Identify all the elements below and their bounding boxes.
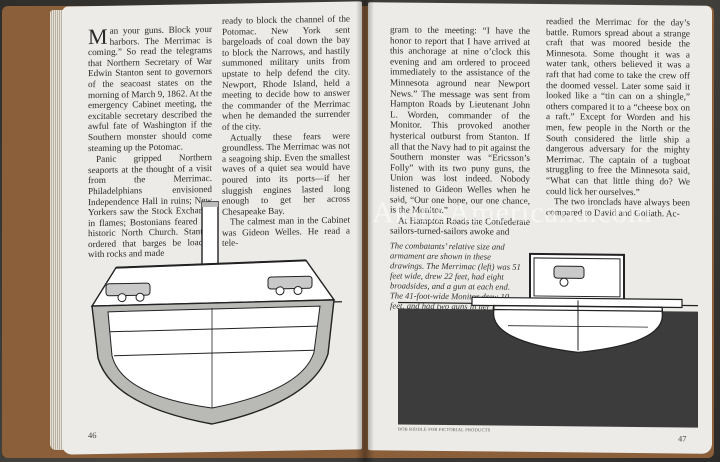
monitor-cross-section-drawing [398,252,698,428]
illustration-credit: BOB RIDDLE FOR PICTORIAL PRODUCTS [398,426,491,433]
page-number-left: 46 [88,430,97,441]
book-gutter-shadow [356,0,374,462]
left-cannon-icon [105,282,151,303]
right-cannon-icon [267,275,313,296]
page-edges [50,10,64,450]
turret-gun-icon [553,265,585,287]
page-number-right: 47 [678,433,687,444]
right-page: gram to the meeting: “I have the honor t… [368,2,712,454]
merrimac-cross-section-drawing [90,201,342,425]
watermark: AkinsAmericana.com [372,196,653,229]
